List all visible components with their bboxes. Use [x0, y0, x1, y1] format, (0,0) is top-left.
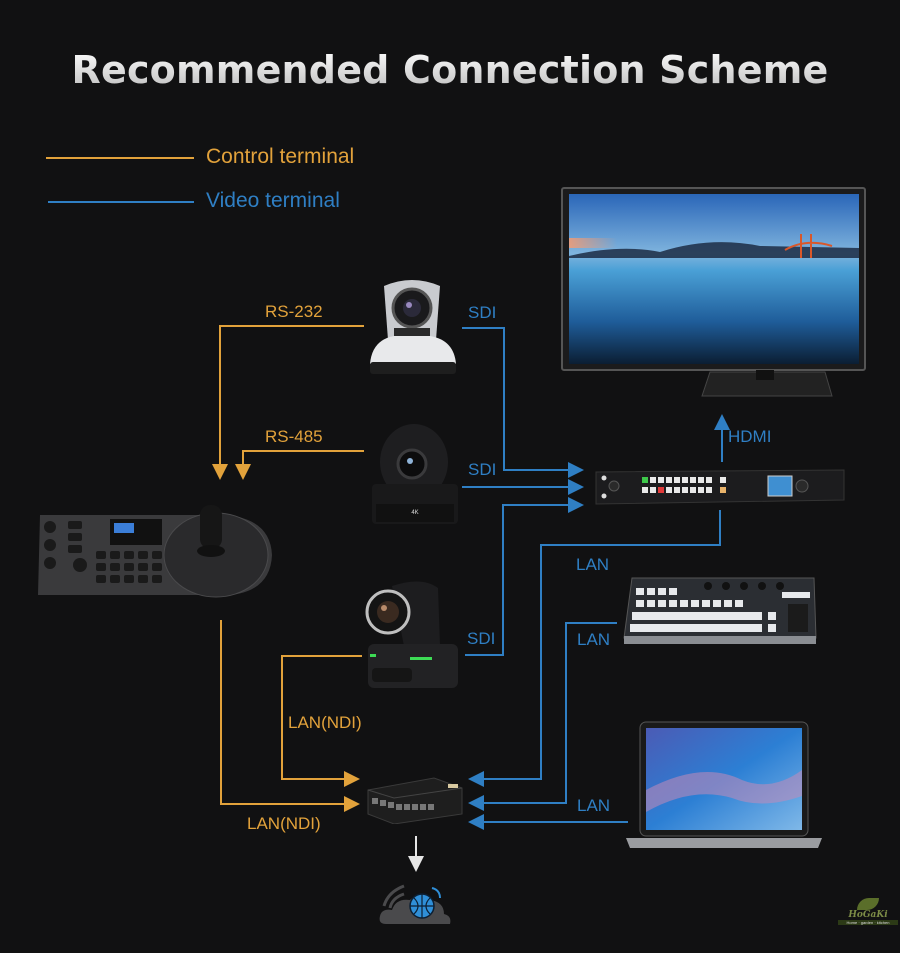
label-lan-laptop: LAN — [577, 796, 611, 815]
camera-silver-ptz — [370, 280, 456, 374]
label-lan-switcher: LAN — [576, 555, 610, 574]
wire-rs485 — [235, 450, 364, 480]
tv-monitor — [561, 187, 866, 397]
video-switcher-rack — [595, 469, 845, 505]
wire-lan-ndi-camera — [281, 655, 362, 787]
label-sdi-3: SDI — [467, 629, 496, 648]
watermark-leaf-icon — [857, 898, 879, 910]
wire-lan-switcher — [468, 510, 721, 787]
wire-sdi-3 — [465, 497, 584, 656]
ethernet-switch — [367, 777, 463, 824]
page-title: Recommended Connection Scheme — [0, 48, 900, 92]
camera-black-4k-ptz: 4K — [372, 424, 458, 524]
legend-control-line — [46, 157, 194, 159]
legend-video-label: Video terminal — [206, 189, 340, 212]
wire-lan-panel — [468, 622, 617, 811]
label-sdi-1: SDI — [468, 303, 497, 322]
legend-control-label: Control terminal — [206, 145, 355, 168]
label-lan-ndi-camera: LAN(NDI) — [288, 713, 362, 732]
watermark-brand: HoGaKi — [848, 910, 888, 920]
label-hdmi: HDMI — [728, 427, 772, 446]
label-sdi-2: SDI — [468, 460, 497, 479]
laptop — [626, 721, 822, 848]
watermark-tagline: Home · garden · kitchen — [838, 920, 898, 925]
switcher-control-panel — [623, 577, 817, 644]
wire-sdi-1 — [462, 327, 584, 478]
legend-video-line — [48, 201, 194, 203]
label-lan-panel: LAN — [577, 630, 611, 649]
label-rs485: RS-485 — [265, 427, 323, 446]
cloud-network-icon — [379, 884, 451, 924]
wire-rs232 — [212, 325, 364, 480]
camera-ndi-ptz — [365, 581, 458, 688]
svg-text:4K: 4K — [411, 510, 418, 516]
label-rs232: RS-232 — [265, 302, 323, 321]
label-lan-ndi-keyboard: LAN(NDI) — [247, 814, 321, 833]
watermark: HoGaKi Home · garden · kitchen — [838, 898, 898, 925]
ptz-joystick-keyboard — [38, 505, 272, 598]
wire-lan-ndi-keyboard — [220, 620, 360, 812]
